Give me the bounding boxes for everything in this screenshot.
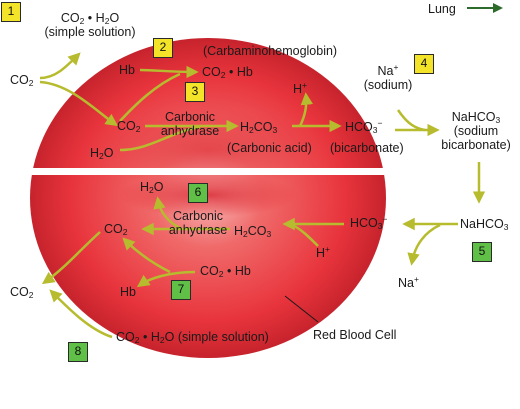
- h2o-lower: H2O: [140, 180, 164, 195]
- h2o-upper: H2O: [90, 146, 114, 161]
- hplus-upper: H+: [293, 80, 307, 96]
- step-badge-3: 3: [185, 82, 205, 102]
- red-blood-cell-label: Red Blood Cell: [313, 328, 397, 342]
- section-divider: [25, 168, 405, 175]
- hplus-lower: H+: [316, 244, 330, 260]
- step-badge-2: 2: [153, 38, 173, 58]
- step-badge-4: 4: [414, 54, 434, 74]
- step-badge-7: 7: [171, 280, 191, 300]
- arrow-co2-out: [41, 231, 101, 285]
- arrow-co2-into-cell: [39, 80, 119, 127]
- step-badge-6: 6: [188, 183, 208, 203]
- arrow-na-merge: [396, 109, 426, 132]
- co2-h2o-simple-bottom: CO2 • H2O (simple solution): [116, 330, 269, 345]
- naplus-lower: Na+: [398, 274, 419, 290]
- arrow-solution-to-co2: [49, 289, 113, 339]
- carbamino-label: (Carbaminohemoglobin): [203, 44, 338, 58]
- co2-outer-upper: CO2: [10, 73, 34, 88]
- co2-hb-lower: CO2 • Hb: [200, 264, 251, 279]
- step-badge-1: 1: [1, 2, 21, 22]
- nahco3-upper: NaHCO3 (sodium bicarbonate): [441, 110, 511, 152]
- co2-outer-lower: CO2: [10, 285, 34, 300]
- co2-h2o-simple-top: CO2 • H2O (simple solution): [44, 11, 136, 39]
- arrow-co2-to-solution: [39, 52, 81, 80]
- step-badge-8: 8: [68, 342, 88, 362]
- hb-upper: Hb: [119, 63, 135, 77]
- lung-label: Lung: [428, 2, 456, 16]
- arrow-co2hb-to-hb: [136, 270, 196, 288]
- arrow-to-naplus: [407, 223, 441, 266]
- nahco3-lower: NaHCO3: [460, 217, 509, 232]
- co2-mid-upper: CO2: [117, 119, 141, 134]
- co2-hb-upper: CO2 • Hb: [202, 65, 253, 80]
- h2co3-lower: H2CO3: [234, 224, 272, 239]
- hco3-upper: HCO3−: [345, 118, 383, 135]
- h2co3-upper: H2CO3: [240, 120, 278, 135]
- arrow-to-hplus: [298, 92, 314, 127]
- rbc-pointer-line: [284, 295, 319, 323]
- hco3-lower: HCO3−: [350, 214, 388, 231]
- arrow-co2-to-hb: [119, 72, 181, 122]
- co2-mid-lower: CO2: [104, 222, 128, 237]
- footer-band: [0, 362, 520, 409]
- arrow-to-h2o: [153, 196, 181, 230]
- step-badge-5: 5: [472, 242, 492, 262]
- na-sodium-label: Na+(sodium): [363, 62, 413, 92]
- bicarbonate-label: (bicarbonate): [330, 141, 404, 155]
- carbonic-acid-label: (Carbonic acid): [227, 141, 312, 155]
- arrow-hplus-merge: [291, 223, 319, 247]
- hb-lower: Hb: [120, 285, 136, 299]
- arrow-hb-to-co2hb: [139, 65, 199, 79]
- arrow-co2hb-to-co2: [122, 237, 171, 274]
- arrow-h2o-merge: [119, 125, 201, 152]
